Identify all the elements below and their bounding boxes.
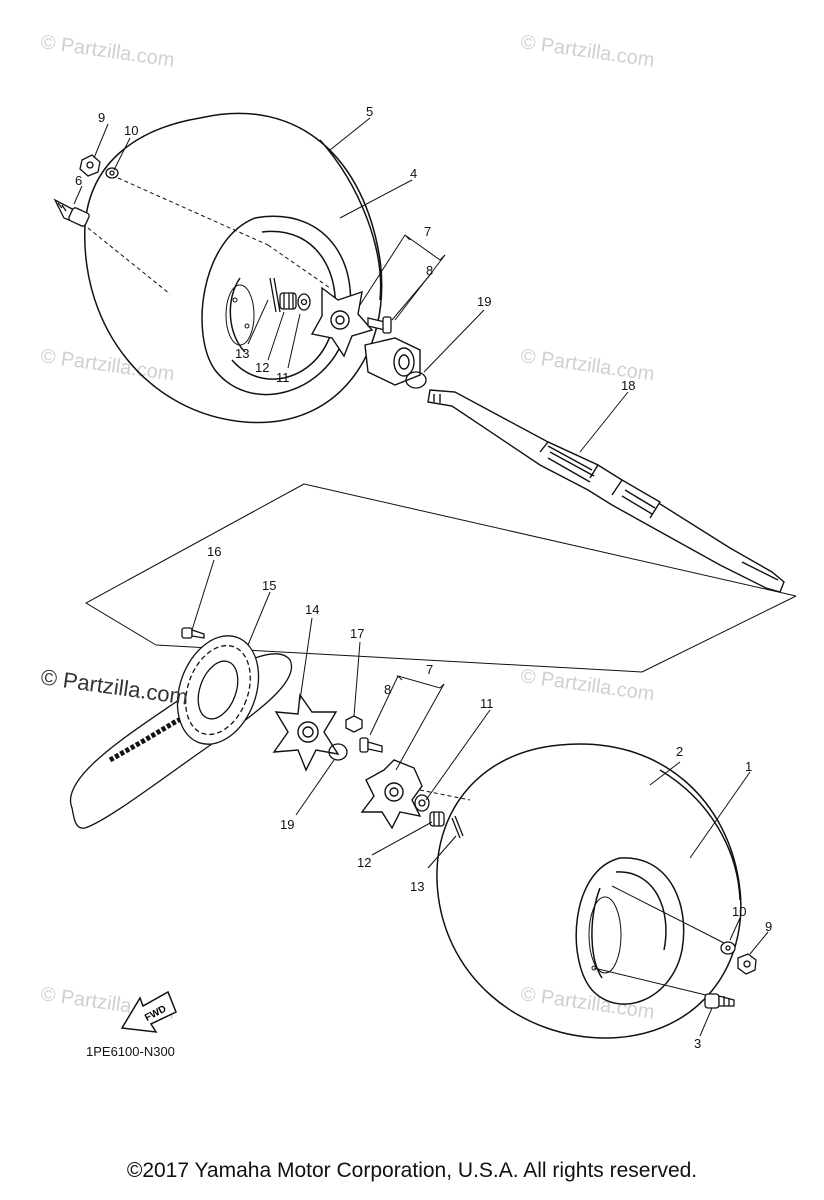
callout-numbers: 5 4 7 8 19 18 9 10 6 13 12 11 16 15 14 1… (75, 104, 772, 1051)
callout-8-bottom: 8 (384, 682, 391, 697)
assembly-bracket-lines (84, 483, 797, 673)
callout-17: 17 (350, 626, 364, 641)
hub-upper (310, 286, 374, 358)
callout-3: 3 (694, 1036, 701, 1051)
callout-9-bottom: 9 (765, 919, 772, 934)
callout-14: 14 (305, 602, 319, 617)
callout-13-top: 13 (235, 346, 249, 361)
rear-axle (427, 389, 785, 593)
callout-10-top: 10 (124, 123, 138, 138)
bearing-housing-upper (364, 337, 421, 386)
washer-11-lower (414, 794, 430, 812)
hub-lower (360, 759, 423, 830)
bracket-7-lower (369, 674, 445, 771)
wheel-stud-lower (704, 993, 735, 1009)
callout-4: 4 (410, 166, 417, 181)
copyright-notice: ©2017 Yamaha Motor Corporation, U.S.A. A… (126, 1159, 698, 1182)
washer-upper (105, 167, 119, 179)
cotter-pin-lower (451, 815, 464, 839)
bolt-8-upper (367, 316, 392, 334)
callout-8-top: 8 (426, 263, 433, 278)
bolt-8-lower (359, 737, 383, 753)
nut-upper (79, 154, 101, 177)
wheel-disc-upper (225, 284, 255, 346)
leader-lines-upper (73, 117, 629, 453)
sprocket-hub (272, 693, 340, 772)
bolt-16 (181, 627, 205, 639)
castle-nut-lower (429, 811, 445, 827)
callout-1: 1 (745, 759, 752, 774)
dashed-guides-upper (87, 177, 331, 295)
washer-11-upper (297, 293, 311, 311)
castle-nut-upper (279, 292, 297, 310)
callout-16: 16 (207, 544, 221, 559)
watermark-overlay: © Partzilla.com (39, 664, 189, 709)
callout-15: 15 (262, 578, 276, 593)
washer-lower (720, 941, 736, 955)
callout-6: 6 (75, 173, 82, 188)
callout-9-top: 9 (98, 110, 105, 125)
callout-10-bottom: 10 (732, 904, 746, 919)
leader-lines-lower (191, 559, 769, 1037)
callout-2: 2 (676, 744, 683, 759)
tire-lower (436, 743, 742, 1039)
callout-11-bottom: 11 (480, 696, 494, 711)
nut-17 (345, 715, 363, 733)
callout-19-bottom: 19 (280, 817, 294, 832)
callout-7-bottom: 7 (426, 662, 433, 677)
watermark-group: © Partzilla.com © Partzilla.com © Partzi… (39, 31, 656, 1024)
fwd-arrow-icon: FWD (120, 990, 177, 1033)
o-ring-upper (405, 371, 427, 389)
diagram-code: 1PE6100-N300 (86, 1044, 175, 1059)
callout-12-bottom: 12 (357, 855, 371, 870)
callout-19-top: 19 (477, 294, 491, 309)
wheel-disc-lower (588, 896, 622, 974)
callout-11-top: 11 (276, 370, 290, 385)
dashed-guides-lower (419, 789, 471, 801)
callout-7-top: 7 (424, 224, 431, 239)
nut-lower (737, 953, 757, 975)
callout-13-bottom: 13 (410, 879, 424, 894)
o-ring-lower (328, 743, 348, 761)
sprocket (176, 635, 260, 745)
callout-12-top: 12 (255, 360, 269, 375)
cotter-pin-upper (269, 277, 281, 313)
watermark: © Partzilla.com (39, 345, 176, 386)
callout-18: 18 (621, 378, 635, 393)
watermark: © Partzilla.com (39, 31, 176, 72)
stud-guide-lines-lower (593, 885, 731, 997)
wheel-stud-upper (53, 198, 90, 228)
callout-5: 5 (366, 104, 373, 119)
watermark: © Partzilla.com (519, 31, 656, 72)
